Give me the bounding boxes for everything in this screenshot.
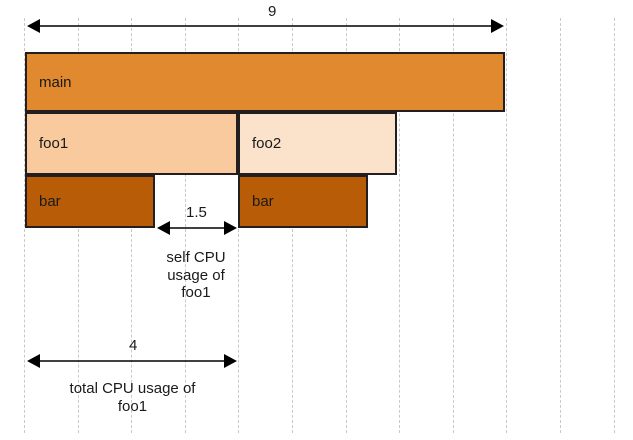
gridline: [613, 18, 615, 433]
flame-frame-label: main: [39, 73, 72, 91]
measure-caption-self-cpu-foo1: self CPU usage of foo1: [166, 249, 226, 302]
flame-frame-bar-left[interactable]: bar: [25, 175, 155, 228]
measure-value-total-cpu-foo1: 4: [129, 337, 138, 354]
measure-arrow-total-cpu-foo1: [27, 354, 237, 368]
flame-frame-label: foo1: [39, 135, 69, 152]
flame-frame-foo1[interactable]: foo1: [25, 112, 238, 175]
measure-arrow-self-cpu-foo1: [157, 221, 237, 235]
flame-frame-foo2[interactable]: foo2: [238, 112, 397, 175]
gridline: [560, 18, 561, 433]
flame-frame-label: bar: [252, 193, 274, 210]
measure-arrow-total-width: [27, 19, 504, 33]
flame-frame-main[interactable]: main: [25, 52, 505, 112]
measure-value-self-cpu-foo1: 1.5: [186, 204, 207, 221]
measure-caption-total-cpu-foo1: total CPU usage of foo1: [69, 380, 196, 415]
flame-frame-bar-right[interactable]: bar: [238, 175, 368, 228]
gridline: [506, 18, 508, 433]
measure-value-total-width: 9: [268, 3, 277, 20]
flame-frame-label: foo2: [252, 135, 282, 152]
flame-frame-label: bar: [39, 193, 61, 210]
